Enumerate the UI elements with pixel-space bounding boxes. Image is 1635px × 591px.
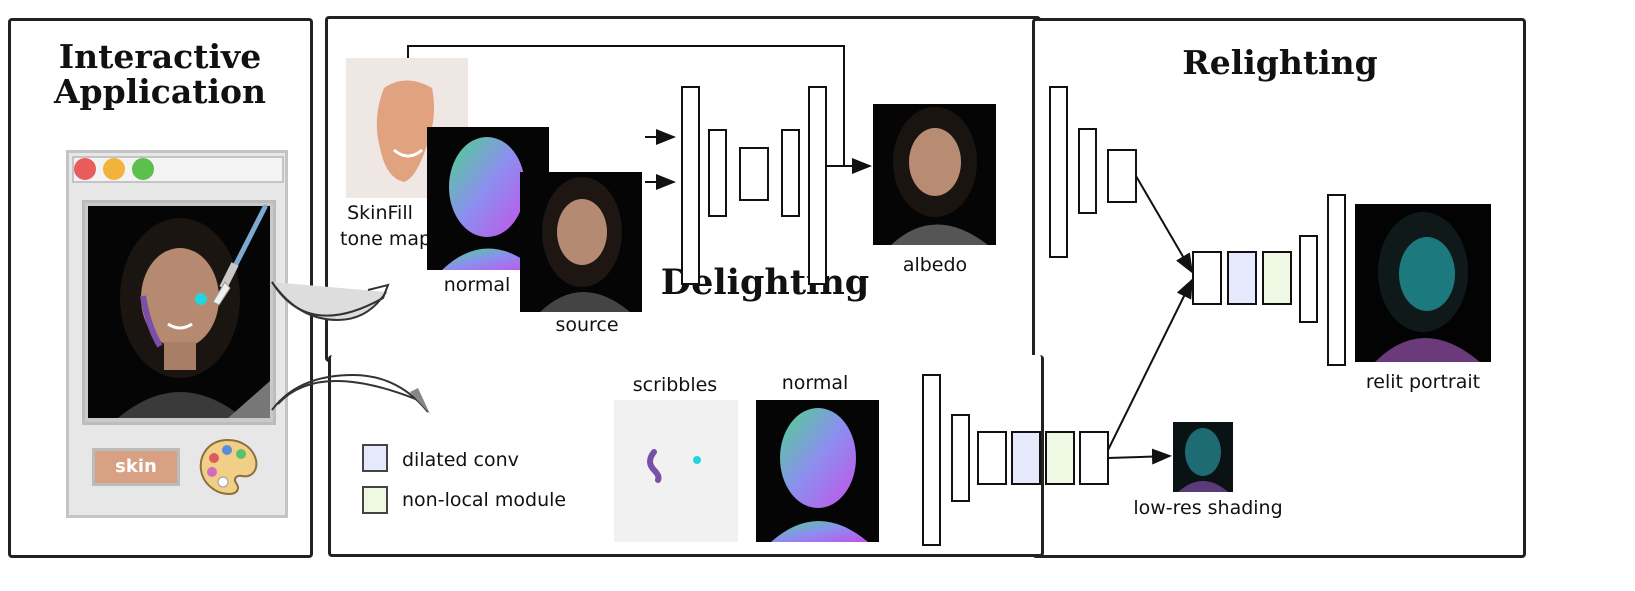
delight-dec-2 <box>808 86 827 285</box>
shading-non-local <box>1045 431 1075 485</box>
skinfill-line-2: tone map <box>340 228 432 250</box>
paintbrush-icon[interactable] <box>205 202 275 312</box>
shading-enc-2 <box>951 414 970 502</box>
source-label: source <box>555 314 619 336</box>
albedo-drawing <box>891 107 988 245</box>
palette-icon[interactable] <box>196 436 260 498</box>
relight-dec-3 <box>1327 194 1346 366</box>
low-res-shading-drawing <box>1178 428 1228 492</box>
relit-portrait-label: relit portrait <box>1365 371 1481 393</box>
interactive-application-title: Interactive Application <box>40 37 280 111</box>
minimize-button-icon[interactable] <box>103 158 125 180</box>
shading-block-2 <box>1079 431 1109 485</box>
legend-label-dilated-conv: dilated conv <box>402 449 519 471</box>
legend-swatch-dilated-conv <box>362 444 388 472</box>
relit-portrait-image <box>1355 204 1491 362</box>
normal-bottom-label: normal <box>781 372 849 394</box>
relight-dec-2 <box>1299 235 1318 323</box>
shading-block-1 <box>977 431 1007 485</box>
normal-bottom-image <box>756 400 879 542</box>
curved-arrow-icon <box>271 281 430 414</box>
delight-enc-2 <box>708 129 727 217</box>
legend-label-non-local-module: non-local module <box>402 489 567 511</box>
delight-enc-1 <box>681 86 700 285</box>
relight-non-local <box>1262 251 1292 305</box>
close-button-icon[interactable] <box>74 158 96 180</box>
relight-enc-a1 <box>1049 86 1068 258</box>
source-portrait-image <box>520 172 642 312</box>
shading-arrow <box>1107 448 1172 465</box>
portrait-drawing <box>118 218 270 418</box>
delight-dec-1 <box>781 129 800 217</box>
relit-portrait-drawing <box>1375 212 1480 362</box>
maximize-button-icon[interactable] <box>132 158 154 180</box>
skip-connection <box>407 45 845 166</box>
normal-bottom-drawing <box>771 408 868 542</box>
albedo-label: albedo <box>902 254 968 276</box>
relight-dec-1 <box>1192 251 1222 305</box>
skinfill-line-1: SkinFill <box>347 202 413 224</box>
shading-enc-1 <box>922 374 941 546</box>
normal-top-label: normal <box>443 274 511 296</box>
canvas-portrait-image[interactable] <box>88 206 270 418</box>
source-drawing <box>540 177 630 312</box>
relight-enc-a3 <box>1107 149 1137 203</box>
albedo-branch-arrow <box>1135 175 1194 274</box>
legend-swatch-non-local-module <box>362 486 388 514</box>
relight-enc-a2 <box>1078 128 1097 214</box>
low-res-shading-image <box>1173 422 1233 492</box>
scribbles-label: scribbles <box>632 374 718 396</box>
shading-branch-arrow <box>1107 278 1193 451</box>
low-res-shading-label: low-res shading <box>1133 497 1283 519</box>
relight-dilated-conv <box>1227 251 1257 305</box>
albedo-image <box>873 104 996 245</box>
title-line-2: Application <box>53 71 267 111</box>
normal-map-drawing <box>442 137 537 270</box>
title-line-1: Interactive <box>58 37 262 76</box>
tone-map-drawing <box>376 80 434 182</box>
shading-dilated-conv <box>1011 431 1041 485</box>
delight-bottleneck <box>739 147 769 201</box>
skin-button[interactable]: skin <box>92 448 180 486</box>
scribbles-image <box>614 400 738 542</box>
scribbles-drawing <box>647 449 701 483</box>
skinfill-label: SkinFill tone map <box>340 200 432 252</box>
relighting-title: Relighting <box>1182 43 1378 82</box>
